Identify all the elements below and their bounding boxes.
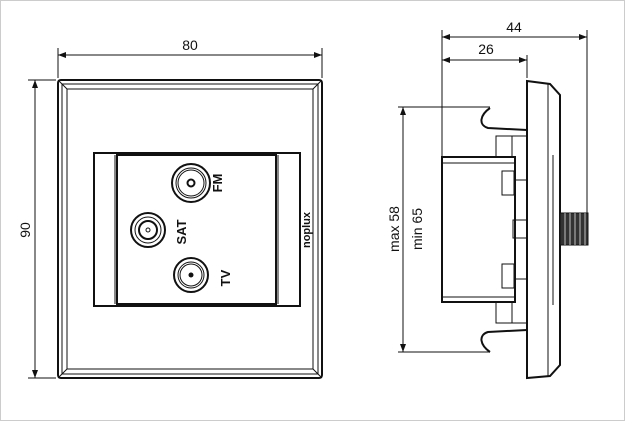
tv-port (173, 257, 209, 293)
height-dimension: 90 (17, 222, 33, 238)
fm-label: FM (210, 174, 225, 193)
width-dimension: 80 (182, 37, 198, 53)
body-depth-dimension: 26 (478, 41, 494, 57)
outer-frame (57, 79, 323, 379)
module-plate (93, 152, 301, 307)
side-body (441, 156, 516, 303)
f-connector-thread (559, 212, 589, 246)
sat-label: SAT (174, 219, 189, 244)
side-frame (526, 79, 561, 380)
claw-bottom (480, 329, 528, 353)
claw-top (480, 107, 528, 131)
tv-label: TV (218, 269, 233, 286)
frame-bevel (66, 88, 314, 370)
mount-max-dimension: max 58 (386, 206, 402, 252)
front-view: FM SAT TV noplux 80 90 (17, 37, 323, 379)
mount-min-dimension: min 65 (409, 208, 425, 250)
frame-inner-edge (61, 83, 319, 375)
side-view: 44 26 max 58 min 65 (386, 19, 589, 380)
total-depth-dimension: 44 (506, 19, 522, 35)
fm-port (171, 163, 211, 203)
module-insert (116, 154, 277, 305)
sat-port (130, 212, 166, 248)
brand-logo: noplux (301, 211, 313, 248)
